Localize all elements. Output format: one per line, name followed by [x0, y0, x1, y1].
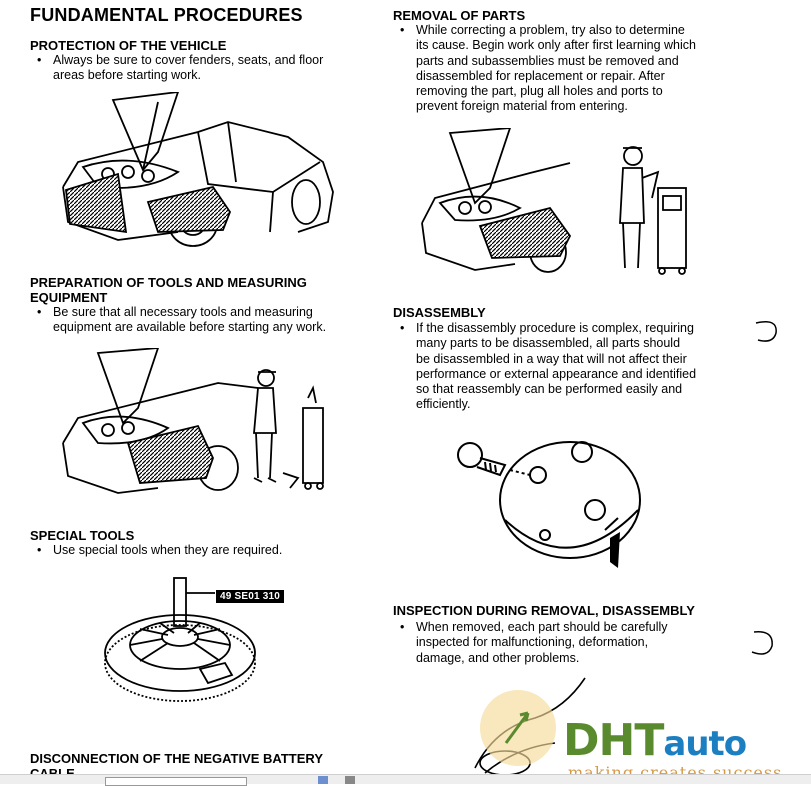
text-line: When removed, each part should be carefu… — [416, 620, 668, 634]
logo-main: DHT — [563, 715, 664, 766]
disassembly-mark-illustration — [457, 441, 641, 568]
bullet-preparation: • Be sure that all necessary tools and m… — [37, 305, 327, 336]
text-line: damage, and other problems. — [416, 650, 580, 665]
text-line: parts and subassemblies must be removed … — [416, 53, 679, 68]
heading-protection: PROTECTION OF THE VEHICLE — [30, 38, 227, 53]
bullet-dot: • — [37, 305, 42, 319]
logo-wordmark: DHTauto — [563, 715, 747, 766]
text-line: removing the part, plug all holes and po… — [416, 84, 663, 99]
text-line: efficiently. — [416, 397, 471, 412]
heading-line: EQUIPMENT — [30, 290, 108, 305]
text-line: equipment are available before starting … — [53, 320, 327, 335]
toolbar-button[interactable] — [318, 776, 328, 784]
text-line: inspected for malfunctioning, deformatio… — [416, 635, 649, 650]
margin-mark — [751, 631, 773, 655]
text-line: its cause. Begin work only after first l… — [416, 38, 696, 53]
bullet-dot: • — [400, 321, 405, 335]
text-line: Use special tools when they are required… — [53, 543, 283, 557]
text-line: so that reassembly can be performed easi… — [416, 382, 683, 397]
text-line: disassembled for replacement or repair. … — [416, 68, 665, 83]
text-line: Be sure that all necessary tools and mea… — [53, 305, 313, 319]
bullet-inspection: • When removed, each part should be care… — [400, 620, 668, 666]
margin-mark — [755, 321, 777, 342]
text-line: be disassembled in a way that will not a… — [416, 351, 687, 366]
heading-line: DISCONNECTION OF THE NEGATIVE BATTERY — [30, 751, 323, 766]
text-line: If the disassembly procedure is complex,… — [416, 321, 694, 335]
text-line: areas before starting work. — [53, 68, 201, 83]
bullet-dot: • — [400, 23, 405, 37]
mechanic-with-tools-illustration — [62, 348, 324, 494]
bullet-dot: • — [37, 53, 42, 67]
text-line: While correcting a problem, try also to … — [416, 23, 685, 37]
text-line: prevent foreign material from entering. — [416, 99, 628, 114]
watermark-logo: DHTauto making creates success — [468, 683, 811, 783]
text-line: Always be sure to cover fenders, seats, … — [53, 53, 324, 67]
mechanic-inspecting-illustration — [421, 128, 687, 275]
text-line: many parts to be disassembled, all parts… — [416, 336, 681, 351]
text-line: performance or external appearance and i… — [416, 366, 697, 381]
page-title: FUNDAMENTAL PROCEDURES — [30, 5, 303, 25]
heading-removal: REMOVAL OF PARTS — [393, 8, 526, 23]
bullet-dot: • — [37, 543, 42, 557]
logo-suffix: auto — [663, 724, 747, 764]
bullet-special-tools: • Use special tools when they are requir… — [37, 543, 283, 558]
heading-disassembly: DISASSEMBLY — [393, 305, 486, 320]
car-fender-cover-illustration — [62, 92, 334, 247]
bullet-disassembly: • If the disassembly procedure is comple… — [400, 321, 697, 413]
toolbar-field[interactable] — [105, 777, 247, 786]
toolbar-button[interactable] — [345, 776, 355, 784]
heading-inspection: INSPECTION DURING REMOVAL, DISASSEMBLY — [393, 603, 695, 618]
bullet-protection: • Always be sure to cover fenders, seats… — [37, 53, 324, 84]
part-number-label: 49 SE01 310 — [216, 590, 285, 603]
heading-special-tools: SPECIAL TOOLS — [30, 528, 135, 543]
clutch-special-tool-illustration — [104, 577, 256, 702]
heading-line: PREPARATION OF TOOLS AND MEASURING — [30, 275, 307, 290]
heading-preparation: PREPARATION OF TOOLS AND MEASURING EQUIP… — [30, 275, 307, 305]
logo-emblem-icon — [480, 690, 556, 766]
bullet-removal: • While correcting a problem, try also t… — [400, 23, 696, 115]
bullet-dot: • — [400, 620, 405, 634]
